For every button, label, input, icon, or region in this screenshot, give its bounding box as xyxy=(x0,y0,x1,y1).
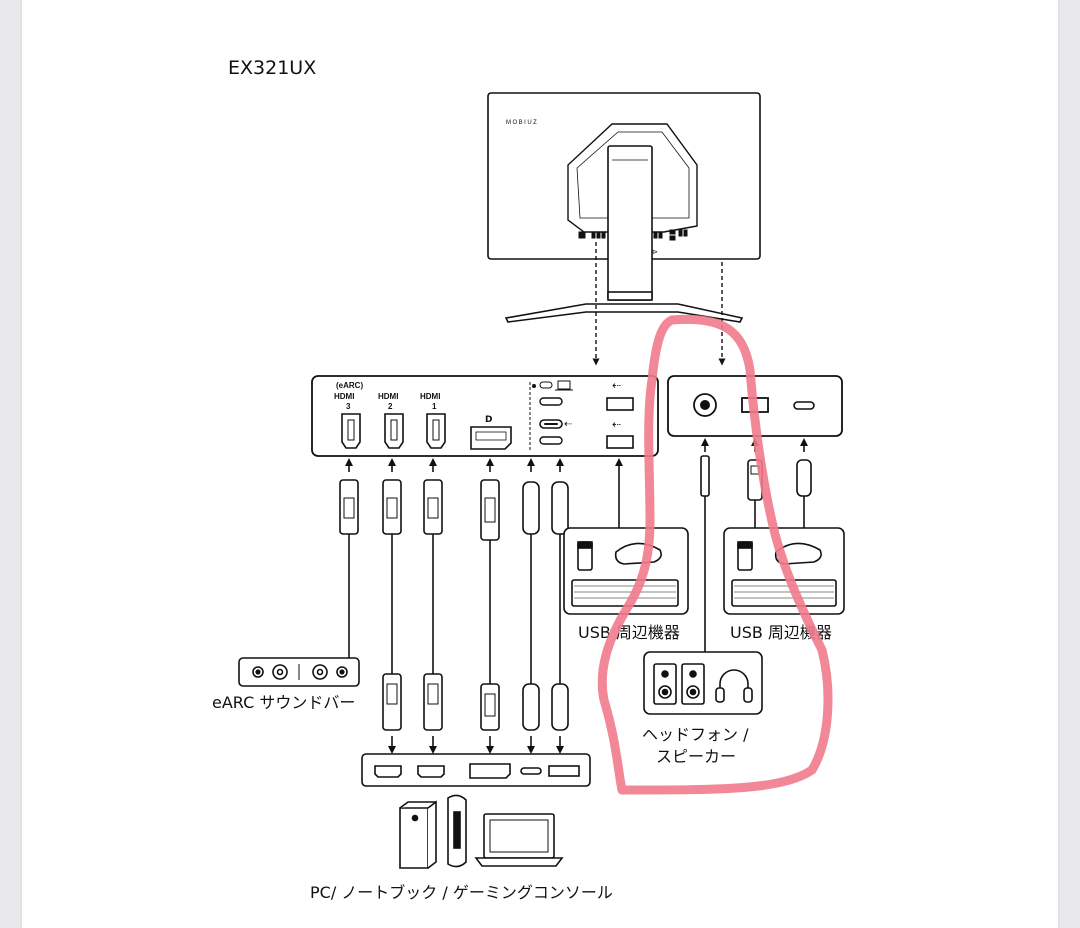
hdmi1-number: 1 xyxy=(432,402,437,411)
usb-icon: ⇠ xyxy=(612,379,621,392)
hdmi3-number: 3 xyxy=(346,402,351,411)
usb-c-port xyxy=(793,401,815,410)
usb-peripherals-left-illustration xyxy=(563,527,689,615)
model-title: EX321UX xyxy=(228,57,316,79)
sources-label: PC/ ノートブック / ゲーミングコンソール xyxy=(310,883,613,902)
usb-c-ports: ⇠ xyxy=(532,380,573,445)
earc-soundbar-label: eARC サウンドバー xyxy=(212,693,355,712)
monitor-rear-illustration: MOBIUZ ⊳ xyxy=(487,92,761,323)
main-io-panel: (eARC) HDMI 3 HDMI 2 HDMI 1 D xyxy=(311,375,659,457)
laptop-icon xyxy=(557,380,571,390)
displayport-icon: D xyxy=(485,415,492,425)
hdmi2-label: HDMI xyxy=(378,392,398,401)
connection-diagram: EX321UX MOBIUZ ⊳ (eARC) HDMI xyxy=(212,57,845,902)
earc-soundbar-illustration xyxy=(238,657,360,687)
usb-icon: ⇠ xyxy=(612,418,621,431)
source-ports-panel xyxy=(361,753,591,787)
headphones-speakers-label-2: スピーカー xyxy=(656,747,736,766)
hdmi3-earc-tag: (eARC) xyxy=(336,381,363,390)
hdmi1-port xyxy=(426,413,446,449)
usb-a-ports: ⇠ ⇠ xyxy=(606,379,634,449)
source-devices-illustration xyxy=(399,794,564,869)
usb-peripherals-left-label: USB 周辺機器 xyxy=(578,623,680,642)
headphones-speakers-label-1: ヘッドフォン / xyxy=(642,725,749,744)
hdmi1-label: HDMI xyxy=(420,392,440,401)
brand-label: MOBIUZ xyxy=(506,120,538,126)
hdmi2-port xyxy=(384,413,404,449)
svg-text:⊳: ⊳ xyxy=(652,248,658,256)
displayport-port xyxy=(470,426,512,450)
hdmi2-number: 2 xyxy=(388,402,393,411)
document-page: EX321UX MOBIUZ ⊳ (eARC) HDMI xyxy=(22,0,1058,928)
highlight-annotation xyxy=(597,314,833,795)
hdmi3-label: HDMI xyxy=(334,392,354,401)
hdmi3-port xyxy=(341,413,361,449)
headphones-speakers-illustration xyxy=(643,651,763,715)
usb-icon: ⇠ xyxy=(564,419,573,430)
